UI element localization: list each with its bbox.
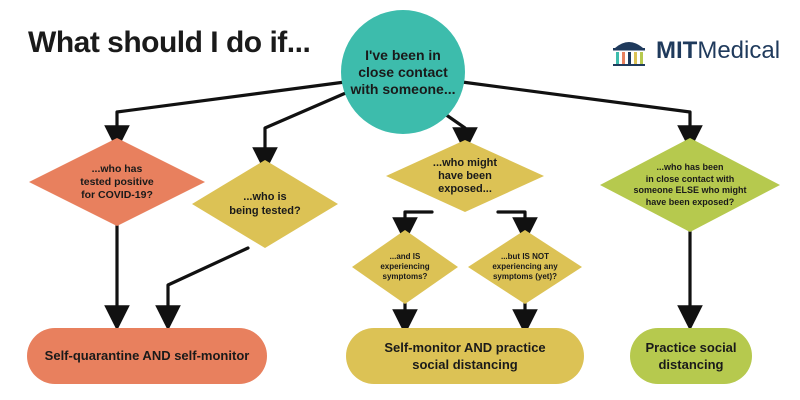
monitor-distance-label-text: Self-monitor AND practice social distanc… — [384, 340, 546, 372]
page-title: What should I do if... — [28, 26, 311, 59]
contact-else-label-text: ...who has been in close contact with so… — [633, 162, 747, 207]
no-symptoms-label-text: ...but IS NOT experiencing any symptoms … — [492, 252, 558, 281]
arrow-exposed-to-symptoms — [392, 210, 434, 243]
logo-text-bold: MIT — [656, 37, 698, 64]
start-label: I've been in close contact with someone.… — [345, 40, 461, 104]
pill-monitor-distance — [346, 328, 584, 384]
arrow-exposed-to-no-symptoms — [496, 210, 538, 243]
logo-text-regular: Medical — [697, 37, 781, 64]
might-be-exposed-label-text: ...who might have been exposed... — [432, 156, 498, 195]
arrow-tested-to-quarantine — [155, 246, 250, 331]
pill-distance — [630, 328, 752, 384]
diamond-symptoms — [352, 230, 458, 304]
diamond-tested-positive — [29, 138, 205, 226]
distance-label-text: Practice social distancing — [645, 340, 737, 372]
connectors — [104, 80, 703, 335]
diamond-being-tested — [192, 160, 338, 248]
diamond-might-be-exposed — [386, 140, 544, 212]
monitor-distance-label: Self-monitor AND practice social distanc… — [346, 328, 584, 384]
tested-positive-label-text: ...who has tested positive for COVID-19? — [80, 162, 154, 201]
quarantine-label: Self-quarantine AND self-monitor — [27, 328, 267, 384]
pill-quarantine — [27, 328, 267, 384]
start-circle — [341, 10, 465, 134]
might-be-exposed-label: ...who might have been exposed... — [410, 155, 520, 197]
being-tested-label-text: ...who is being tested? — [229, 191, 301, 217]
diamond-no-symptoms — [468, 230, 582, 304]
arrow-start-to-exposed — [440, 110, 478, 153]
diamond-contact-else — [600, 138, 780, 232]
start-label-text: I've been in close contact with someone.… — [350, 46, 456, 97]
distance-label: Practice social distancing — [630, 328, 752, 384]
arrow-start-to-positive — [104, 80, 347, 151]
dome-logo-icon — [613, 42, 645, 66]
being-tested-label: ...who is being tested? — [210, 186, 320, 222]
logo-wordmark: MITMedical — [656, 37, 780, 65]
contact-else-label: ...who has been in close contact with so… — [625, 160, 755, 210]
arrow-start-to-contact-else — [460, 80, 703, 151]
mit-medical-logo: MITMedical — [608, 36, 780, 66]
arrow-start-to-tested — [252, 90, 350, 173]
quarantine-label-text: Self-quarantine AND self-monitor — [44, 348, 250, 363]
no-symptoms-label: ...but IS NOT experiencing any symptoms … — [478, 250, 572, 284]
symptoms-label: ...and IS experiencing symptoms? — [365, 250, 445, 284]
tested-positive-label: ...who has tested positive for COVID-19? — [55, 160, 179, 204]
symptoms-label-text: ...and IS experiencing symptoms? — [380, 252, 430, 281]
